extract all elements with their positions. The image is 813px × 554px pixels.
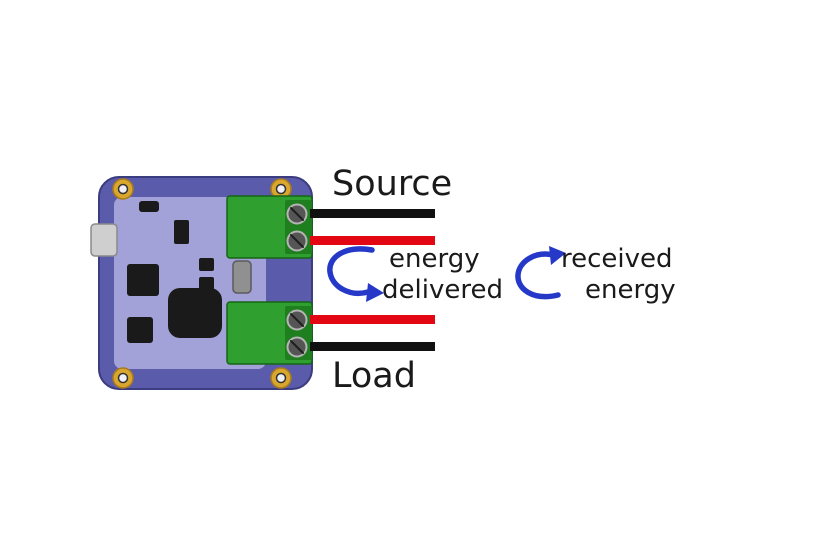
wire-source-red bbox=[310, 236, 435, 245]
chip-main-ic bbox=[168, 288, 222, 338]
chip-square-upper bbox=[127, 264, 159, 296]
source-label: Source bbox=[332, 164, 453, 204]
terminal-block-load bbox=[226, 301, 313, 365]
energy-delivered-label: energy delivered bbox=[382, 244, 503, 306]
side-connector bbox=[90, 223, 118, 257]
mounting-hole-bottom-left bbox=[112, 367, 134, 389]
mounting-hole-bottom-right bbox=[270, 367, 292, 389]
component-small-1 bbox=[199, 258, 214, 271]
component-gray-mid bbox=[232, 260, 252, 294]
screw-terminal bbox=[286, 230, 308, 252]
load-label: Load bbox=[332, 356, 416, 396]
component-small-2 bbox=[199, 277, 214, 290]
component-top-pill bbox=[139, 201, 159, 212]
energy-delivered-line1: energy bbox=[389, 244, 480, 274]
received-energy-arrow-icon bbox=[515, 246, 566, 300]
received-energy-line2: energy bbox=[585, 275, 676, 305]
wire-load-black bbox=[310, 342, 435, 351]
received-energy-line1: received bbox=[561, 244, 673, 274]
screw-terminal bbox=[286, 336, 308, 358]
wire-source-black bbox=[310, 209, 435, 218]
terminal-block-source bbox=[226, 195, 313, 259]
mounting-hole-top-left bbox=[112, 178, 134, 200]
chip-square-lower bbox=[127, 317, 153, 343]
screw-terminal bbox=[286, 309, 308, 331]
mounting-hole-top-right bbox=[270, 178, 292, 200]
received-energy-label: received energy bbox=[561, 244, 676, 306]
wires bbox=[310, 209, 435, 351]
component-small-tall bbox=[174, 220, 189, 244]
energy-delivered-line2: delivered bbox=[382, 275, 503, 305]
pcb-components bbox=[127, 201, 252, 343]
screw-terminal bbox=[286, 203, 308, 225]
pcb-board bbox=[90, 176, 313, 390]
energy-delivered-arrow-icon bbox=[327, 246, 384, 302]
wire-load-red bbox=[310, 315, 435, 324]
mounting-holes bbox=[112, 178, 292, 389]
